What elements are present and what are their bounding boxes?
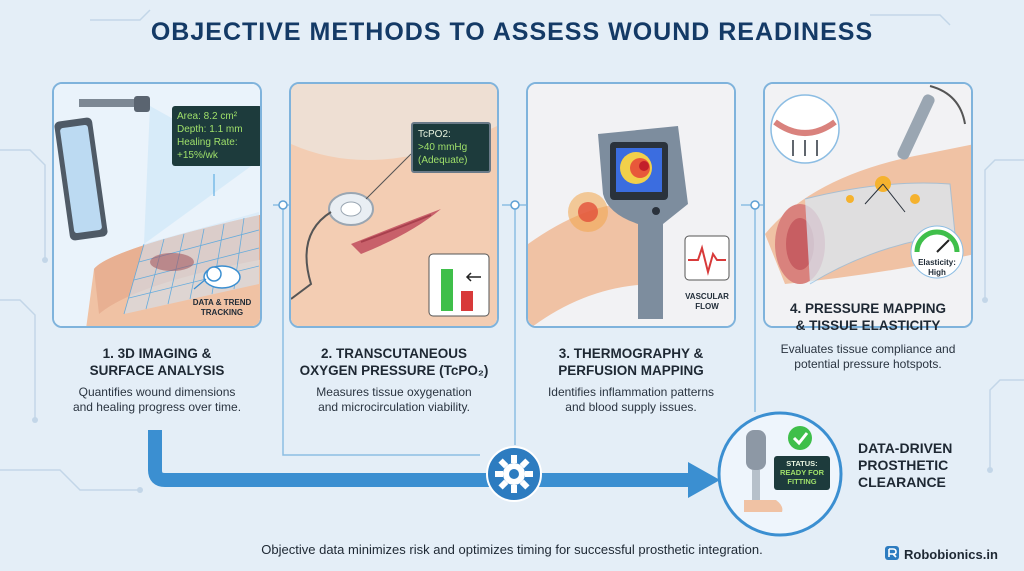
cloud-icon [203, 265, 241, 289]
tcpo2-value: >40 mmHg [418, 142, 468, 153]
clearance-title: DATA-DRIVEN PROSTHETIC CLEARANCE [858, 440, 953, 490]
checkmark-icon [788, 426, 812, 450]
panel-thermography: VASCULAR FLOW [526, 82, 736, 328]
panel-tcpo2: TcPO2: >40 mmHg (Adequate) [289, 82, 499, 328]
tcpo2-readout: TcPO2: >40 mmHg (Adequate) [411, 122, 491, 173]
healing-rate-value: +15%/wk [177, 150, 218, 161]
step-3-title: 3. THERMOGRAPHY &PERFUSION MAPPING [558, 346, 704, 378]
prosthetic-leg-icon [744, 430, 783, 512]
brand-logo [884, 545, 900, 561]
tcpo2-status: (Adequate) [418, 155, 468, 166]
depth-value: Depth: 1.1 mm [177, 124, 243, 135]
status-value: READY FOR [779, 468, 825, 477]
vascular-flow-label: VASCULAR FLOW [685, 292, 729, 311]
page-title: OBJECTIVE METHODS TO ASSESS WOUND READIN… [150, 18, 874, 46]
status-readout: STATUS: READY FOR FITTING [776, 459, 828, 486]
step-1-title: 1. 3D IMAGING &SURFACE ANALYSIS [89, 346, 225, 378]
3d-scan-illustration [54, 84, 260, 326]
panel-3d-imaging: Area: 8.2 cm² Depth: 1.1 mm Healing Rate… [52, 82, 262, 328]
footer-caption: Objective data minimizes risk and optimi… [261, 542, 763, 557]
data-trend-label: DATA & TREND TRACKING [192, 298, 252, 317]
healing-rate-label: Healing Rate: [177, 137, 238, 148]
step-4-title: 4. PRESSURE MAPPING& TISSUE ELASTICITY [789, 301, 947, 333]
wound-metrics-readout: Area: 8.2 cm² Depth: 1.1 mm Healing Rate… [172, 106, 260, 166]
elasticity-gauge-label: Elasticity: High [918, 258, 956, 277]
oxygen-sensor-illustration [291, 84, 497, 326]
gear-icon [486, 446, 542, 502]
prosthetic-clearance-badge [717, 411, 843, 537]
pressure-mapping-illustration [765, 84, 971, 326]
robobionics-logo-icon [885, 546, 899, 560]
area-value: Area: 8.2 cm² [177, 111, 238, 122]
brand-name: Robobionics.in [904, 547, 998, 562]
panel-pressure-mapping: Elasticity: High [763, 82, 973, 328]
thermal-camera-illustration [528, 84, 734, 326]
